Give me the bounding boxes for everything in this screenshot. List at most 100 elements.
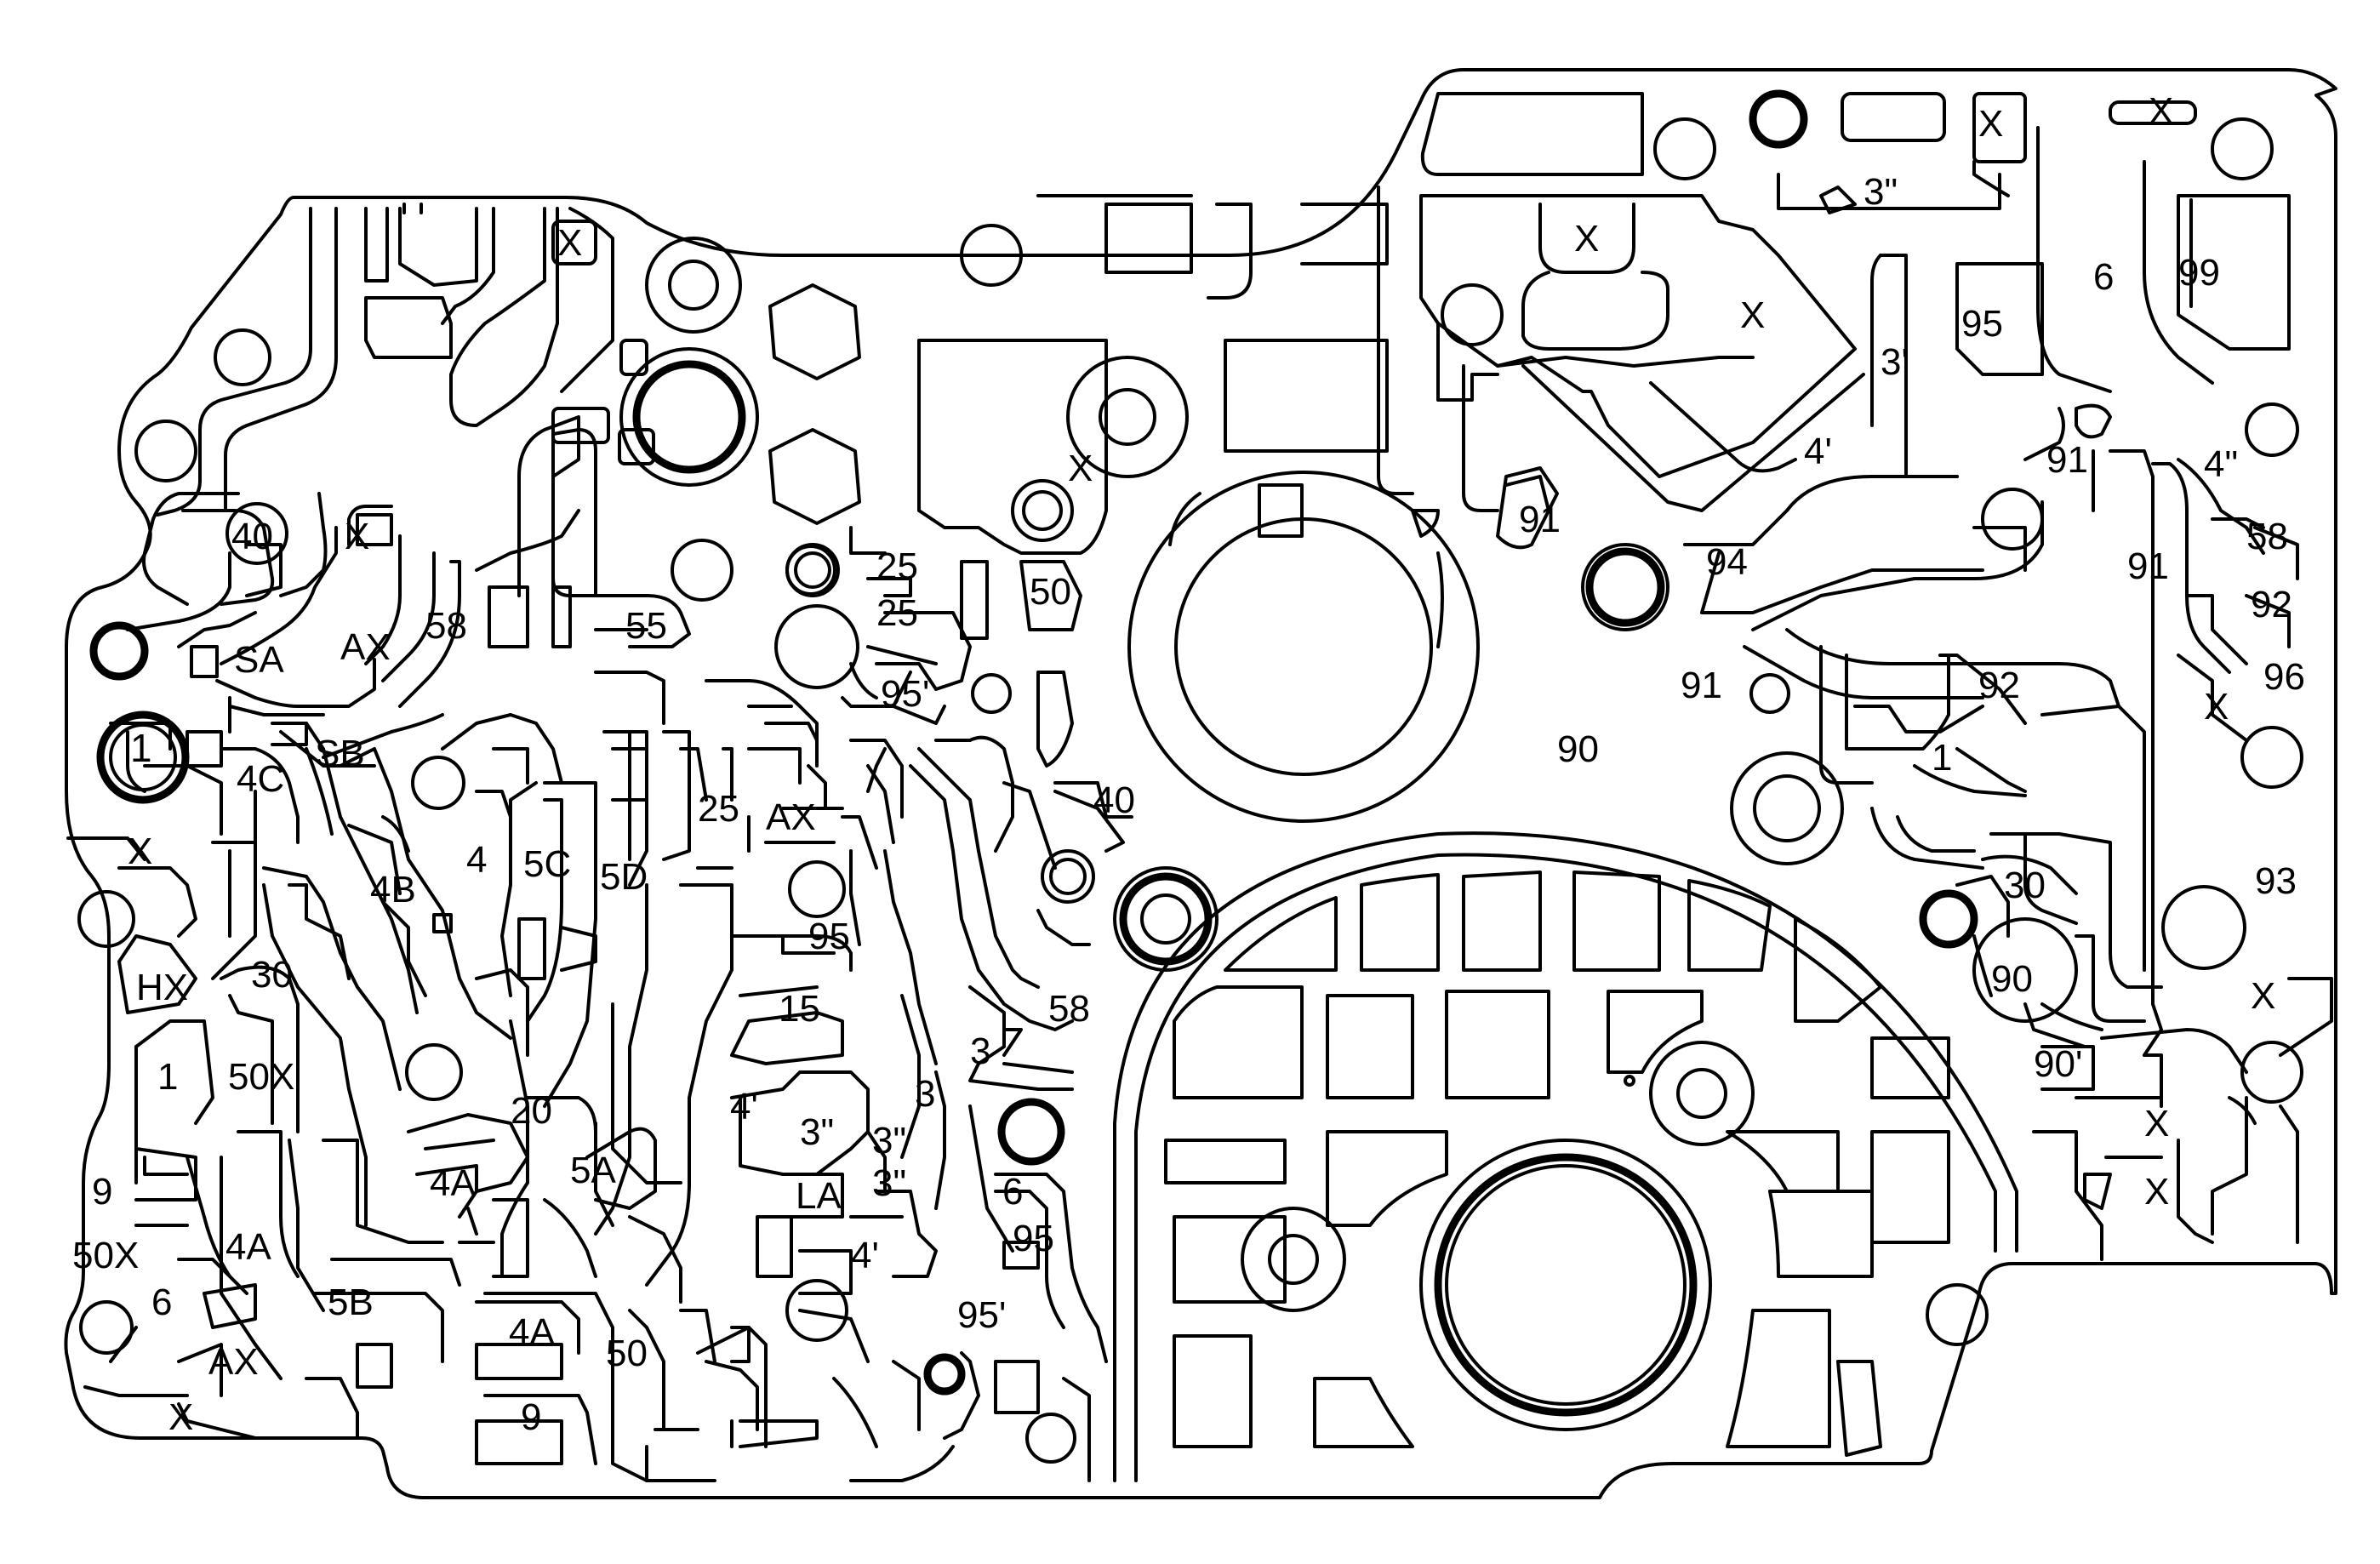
passage — [177, 1258, 248, 1295]
passage — [585, 1127, 657, 1210]
passage — [764, 722, 819, 742]
passage — [339, 747, 512, 1040]
bolt-hole — [645, 237, 742, 334]
passage — [849, 1445, 955, 1482]
label: 99 — [2178, 252, 2220, 294]
passage — [475, 1343, 563, 1380]
passage — [2023, 1002, 2086, 1048]
port-circles — [77, 89, 2303, 1464]
label: 4' — [730, 1086, 758, 1127]
label: 15 — [779, 988, 820, 1030]
bolt-hole — [405, 1043, 463, 1101]
label: 90 — [1557, 728, 1599, 770]
passage — [441, 207, 495, 325]
bolt-hole — [960, 224, 1023, 287]
passage — [475, 968, 529, 1057]
passage — [143, 1156, 189, 1176]
passage — [381, 815, 410, 853]
passage — [1258, 483, 1304, 538]
label: 3 — [915, 1073, 935, 1115]
passage — [177, 611, 257, 648]
passage — [628, 1309, 665, 1431]
passage — [892, 671, 946, 725]
bolt-hole — [794, 551, 831, 589]
passage — [1300, 203, 1389, 265]
drum-bore — [1419, 1139, 1712, 1431]
passage — [2040, 1045, 2095, 1091]
bolt-hole — [1581, 543, 1669, 631]
passage — [2040, 1002, 2103, 1031]
housing-rib — [1687, 879, 1772, 972]
passage — [1062, 1377, 1091, 1482]
housing-rib — [1326, 1130, 1448, 1227]
accumulator-bore — [619, 347, 759, 487]
passage — [662, 730, 691, 861]
label: 3" — [1863, 171, 1898, 213]
label: 5B — [328, 1281, 374, 1323]
passage — [203, 1283, 257, 1329]
passage — [1989, 832, 2163, 989]
housing-rib — [1360, 873, 1440, 972]
passage — [543, 781, 597, 1108]
passage — [245, 543, 283, 597]
label: 50X — [72, 1235, 139, 1276]
housing-rib — [1326, 994, 1414, 1099]
port-labels — [96, 502, 836, 804]
passage — [1819, 645, 1874, 785]
label: 6 — [2093, 256, 2114, 298]
label: 4C — [237, 758, 284, 800]
passage — [849, 739, 904, 819]
label: 25 — [876, 545, 918, 587]
upper-left-passages — [126, 203, 819, 768]
passage — [228, 994, 274, 1125]
passage — [798, 1249, 853, 1295]
passage — [1743, 645, 1984, 699]
passage — [220, 747, 300, 844]
housing-rib — [1313, 1377, 1414, 1448]
slot — [1972, 92, 2027, 163]
hex-plug — [768, 428, 861, 525]
label: 95' — [881, 673, 929, 715]
passage — [117, 934, 197, 1014]
passage — [705, 679, 819, 768]
housing-arc — [1134, 853, 1997, 1482]
passage — [2109, 449, 2163, 1057]
label: 20 — [511, 1090, 552, 1132]
passage — [1938, 654, 2027, 725]
label: 94 — [1706, 541, 1748, 583]
passage — [279, 730, 376, 768]
passage — [551, 428, 597, 597]
passage — [449, 207, 559, 427]
label: 50X — [228, 1056, 294, 1098]
passage — [2279, 977, 2333, 1057]
passage — [2075, 403, 2112, 439]
port-ring — [96, 711, 190, 804]
label: HX — [136, 967, 188, 1008]
passage — [220, 526, 338, 665]
slot — [1841, 92, 1946, 142]
label: X — [2149, 90, 2173, 132]
label: 4A — [225, 1226, 271, 1268]
passage — [730, 1070, 870, 1176]
housing-rib — [1768, 1190, 1874, 1278]
housing-arc — [1113, 831, 2018, 1482]
passage — [2040, 705, 2146, 972]
passage — [594, 883, 648, 1236]
seal-arc — [1168, 492, 1444, 648]
label: AX — [340, 626, 391, 668]
label: 3' — [1881, 341, 1909, 383]
passage — [305, 747, 334, 836]
passage — [1019, 560, 1082, 631]
passage — [781, 1173, 844, 1219]
bolt-hole — [1140, 893, 1191, 945]
bolt-hole — [1022, 490, 1063, 531]
label: 30 — [251, 954, 293, 996]
bolt-hole — [1972, 917, 2078, 1023]
bolt-hole — [2245, 402, 2299, 457]
passage — [739, 985, 819, 997]
passage — [2185, 594, 2248, 665]
bolt-hole — [77, 890, 135, 948]
passage — [1972, 934, 1993, 997]
label: 50 — [606, 1333, 648, 1374]
label: 55 — [625, 605, 667, 647]
